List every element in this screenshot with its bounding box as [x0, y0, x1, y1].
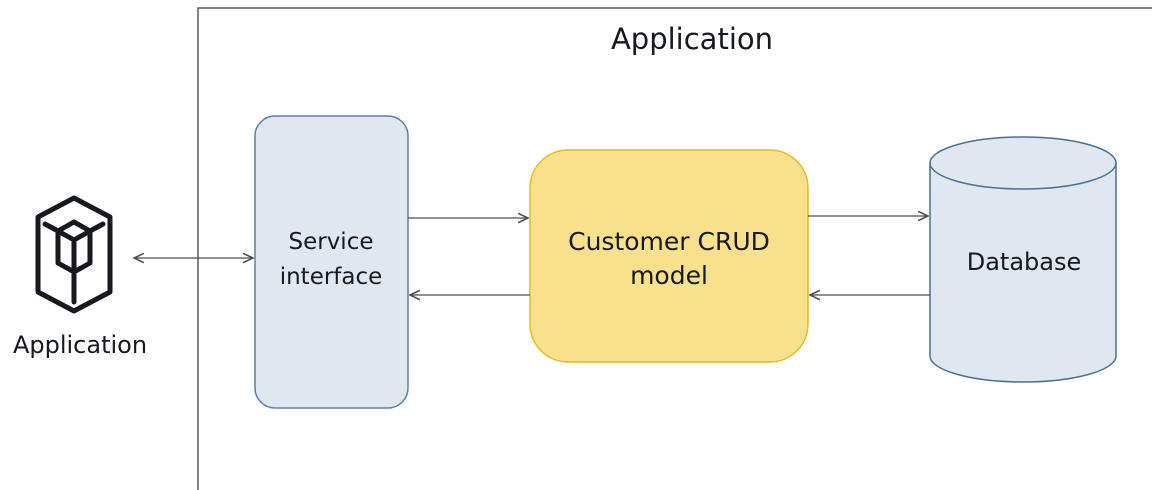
- database-cylinder: [929, 136, 1117, 383]
- crud-model-box: [529, 149, 809, 363]
- cube-in-hexagon-icon: [35, 195, 113, 314]
- service-interface-label-line2: interface: [280, 264, 383, 290]
- service-interface-label-line1: Service: [288, 229, 373, 255]
- database-label: Database: [967, 248, 1082, 276]
- external-app-label: Application: [13, 331, 147, 359]
- application-container: [197, 7, 1152, 490]
- container-title: Application: [611, 22, 773, 56]
- crud-model-label-line1: Customer CRUD: [568, 227, 770, 256]
- service-interface-box: [254, 115, 409, 409]
- crud-model-label-line2: model: [630, 261, 708, 290]
